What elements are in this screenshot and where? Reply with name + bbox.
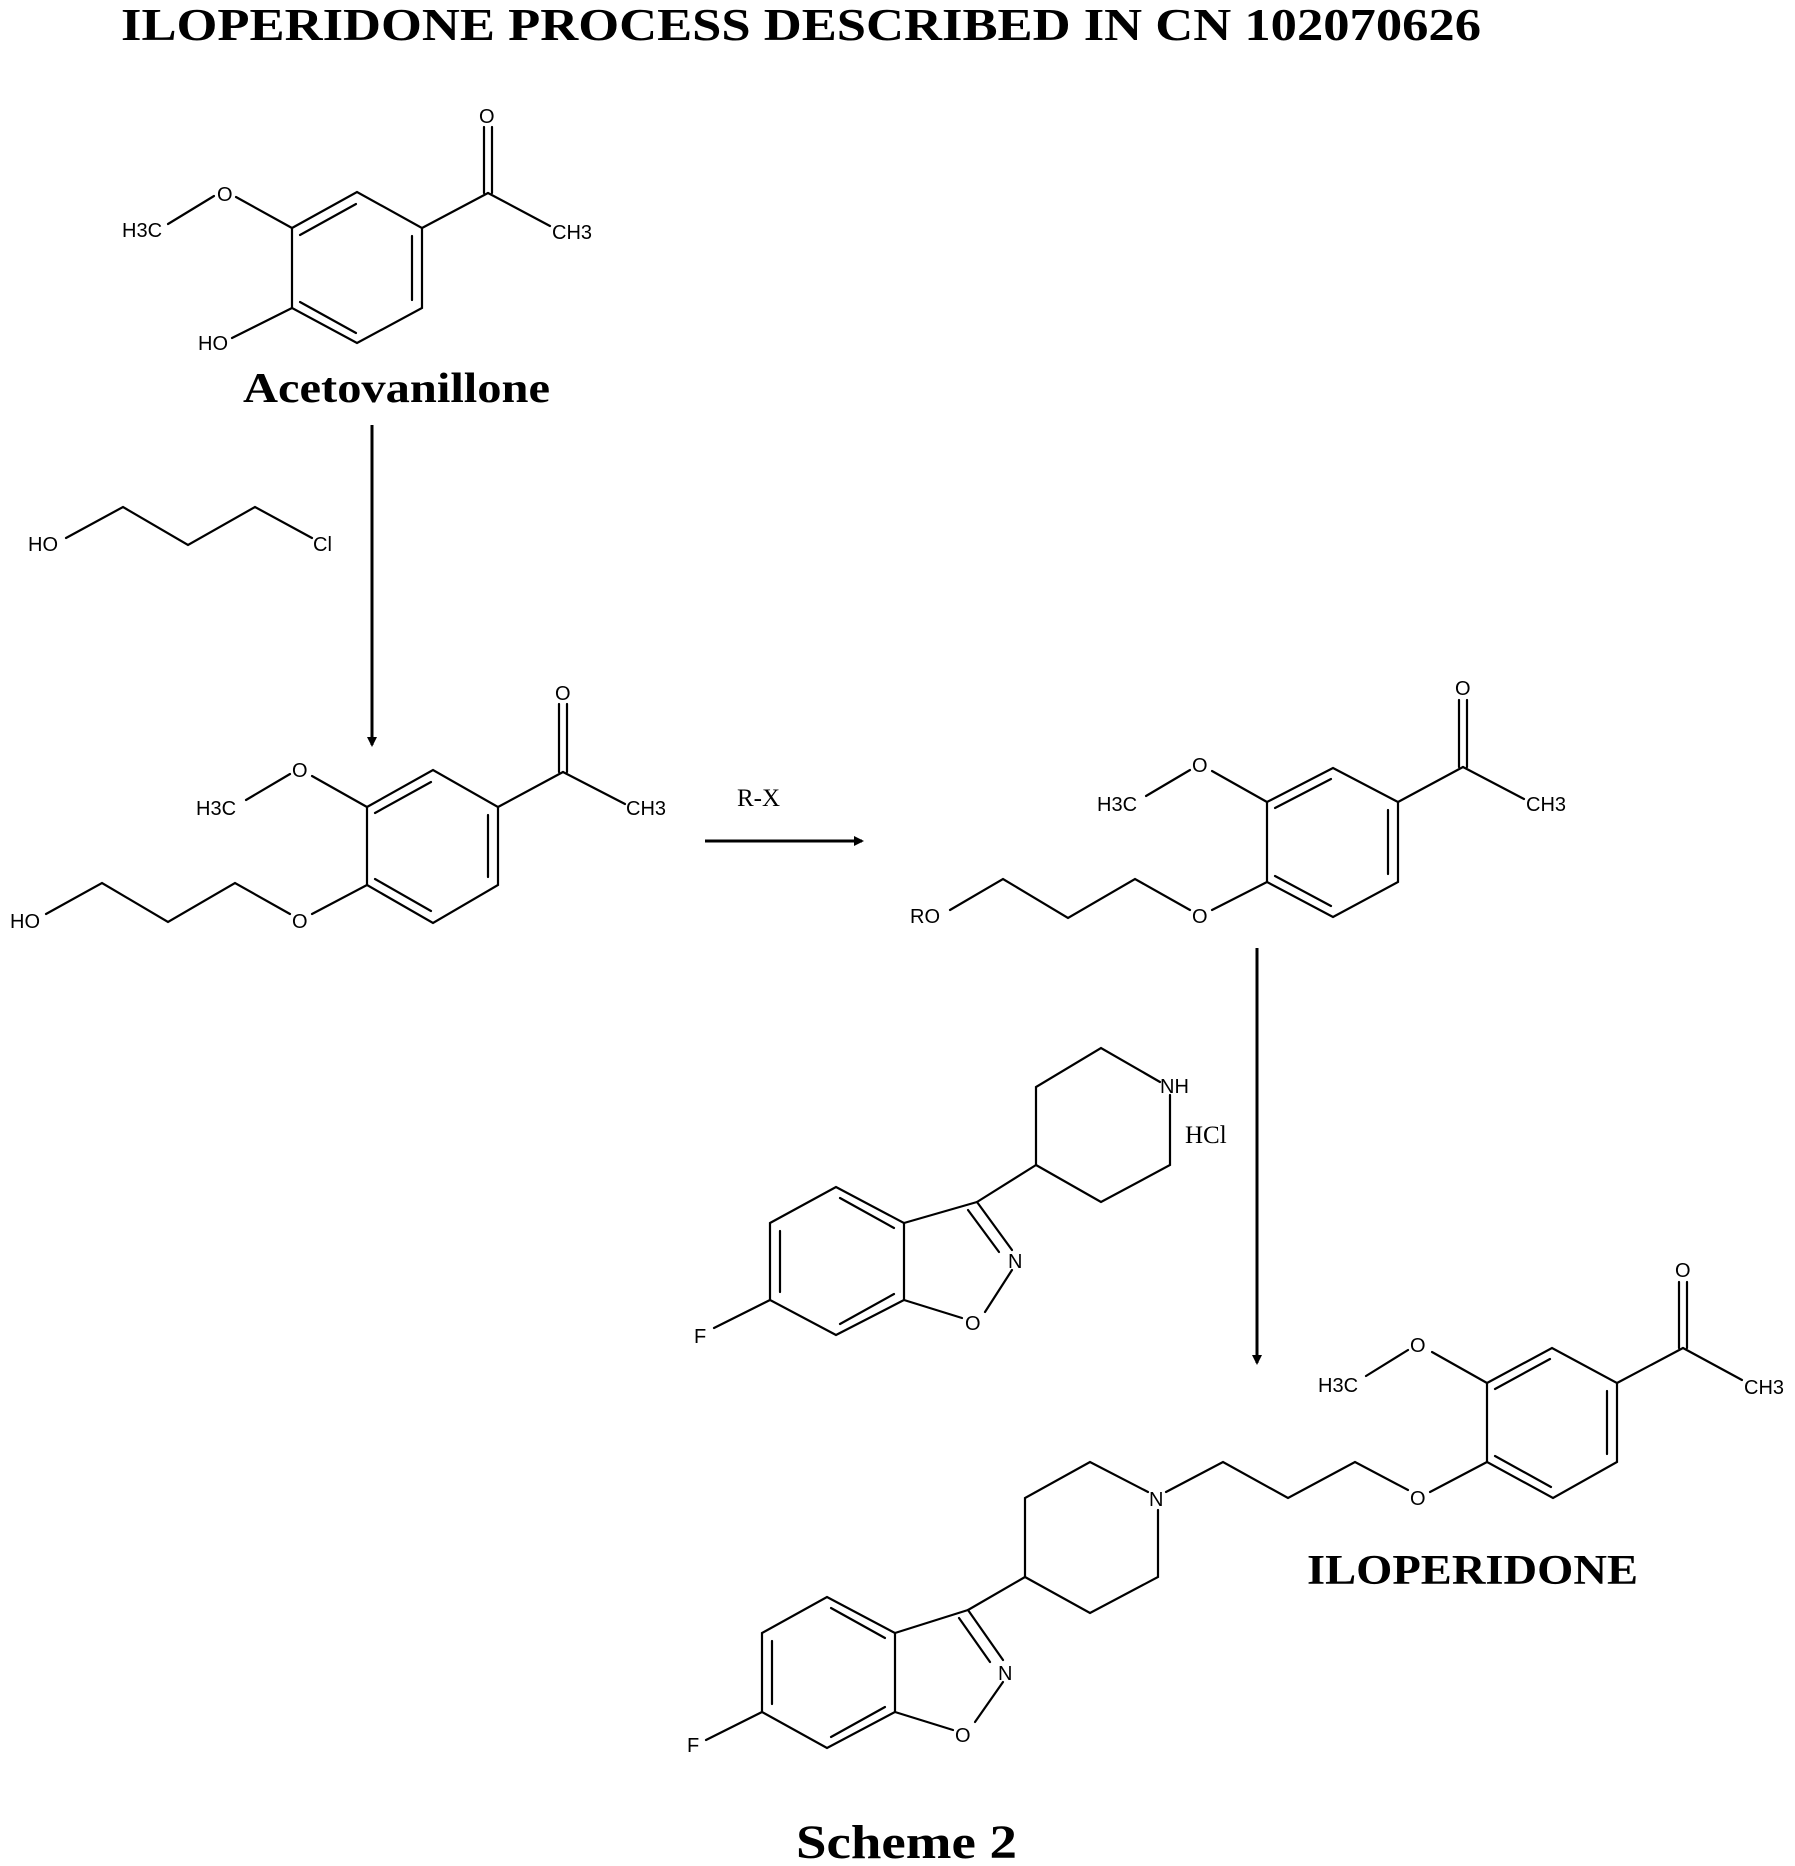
atom-label: O [1192,906,1208,928]
atom-label: O [1455,678,1471,700]
benzisoxazole-piperidine-structure: F N O NH [694,1046,1189,1348]
atom-label: N [1008,1251,1022,1273]
atom-label: O [1410,1488,1426,1510]
atom-label: O [1410,1335,1426,1357]
atom-label: O [1675,1260,1691,1282]
atom-label: O [217,184,233,206]
ro-intermediate-structure: O H3C O RO O CH3 [910,678,1566,928]
iloperidone-structure: F N O N O O H3C O CH3 [687,1260,1784,1757]
hydroxypropoxy-intermediate-structure: O H3C O HO O CH3 [10,683,666,933]
atom-label: F [694,1326,706,1348]
chloropropanol-reagent: HO Cl [28,505,332,556]
atom-label: H3C [1097,794,1137,816]
reagent-rx-label: R-X [737,785,780,812]
reagent-hcl-label: HCl [1185,1122,1227,1149]
atom-label: CH3 [1744,1377,1784,1399]
atom-label: CH3 [626,798,666,820]
figure-title: ILOPERIDONE PROCESS DESCRIBED IN CN 1020… [121,0,1481,50]
atom-label: HO [28,534,58,556]
atom-label: H3C [122,220,162,242]
atom-label: F [687,1735,699,1757]
atom-label: H3C [1318,1375,1358,1397]
atom-label: H3C [196,798,236,820]
atom-label: O [1192,755,1208,777]
atom-label: N [998,1663,1012,1685]
atom-label: NH [1160,1076,1189,1098]
atom-label: CH3 [552,222,592,244]
atom-label: O [292,760,308,782]
iloperidone-label: ILOPERIDONE [1307,1548,1638,1594]
atom-label: CH3 [1526,794,1566,816]
atom-label: RO [910,906,940,928]
atom-label: O [555,683,571,705]
atom-label: O [479,106,495,128]
scheme-caption: Scheme 2 [796,1816,1017,1866]
atom-label: O [965,1313,981,1335]
atom-label: Cl [313,534,332,556]
acetovanillone-label: Acetovanillone [243,366,550,412]
atom-label: N [1149,1489,1163,1511]
atom-label: O [292,911,308,933]
atom-label: O [955,1725,971,1747]
atom-label: HO [10,911,40,933]
acetovanillone-structure: O H3C HO O CH3 [122,106,592,355]
atom-label: HO [198,333,228,355]
